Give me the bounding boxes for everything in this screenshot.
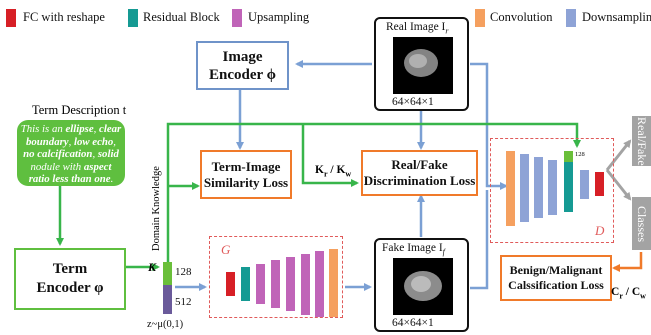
legend-label-downsampling: Downsampling	[582, 10, 651, 24]
g-up-bar-4	[301, 254, 310, 315]
classification-loss-box: Benign/Malignant Calssification Loss	[500, 255, 612, 301]
term-description-fragment: ellipse	[65, 123, 94, 135]
d-down-bar-4	[580, 170, 589, 199]
kr-kw-label: Kr / Kw	[315, 164, 352, 179]
term-description-fragment: nodule with	[30, 160, 84, 173]
g-up-bar-5	[315, 251, 324, 317]
image-encoder-line2: Encoder ϕ	[208, 66, 276, 83]
discrimination-loss-line2: Discrimination Loss	[363, 173, 476, 188]
term-description-fragment: This is an	[20, 123, 66, 135]
legend-swatch-upsampling	[232, 9, 242, 27]
d-conv-bar	[506, 151, 515, 226]
real-image-size: 64×64×1	[392, 96, 434, 108]
image-encoder-box: Image Encoder ϕ	[196, 41, 289, 90]
z-noise-label: z~μ(0,1)	[147, 319, 184, 330]
classification-loss-line2: Calssification Loss	[508, 278, 604, 292]
d-down-bar-3	[548, 160, 557, 215]
real-image-panel: Real Image Ir 64×64×1	[374, 17, 469, 111]
discrimination-loss-box: Real/Fake Discrimination Loss	[361, 150, 478, 196]
legend-swatch-residual	[128, 9, 138, 27]
real-image-label: Real Image Ir	[386, 21, 449, 36]
discriminator-dashed-box: 128 D	[490, 138, 614, 243]
fake-image-thumbnail	[393, 258, 453, 315]
legend-swatch-fc	[6, 9, 16, 27]
generator-dashed-box: G	[209, 236, 343, 318]
cr-cw-label: Cr / Cw	[611, 286, 646, 301]
g-residual-bar	[241, 267, 250, 301]
term-description-fragment: clear boundary	[25, 123, 122, 148]
g-fc-bar	[226, 272, 235, 296]
g-up-bar-2	[271, 260, 280, 308]
classes-to-loss-arrow	[612, 252, 643, 272]
term-description-fragment: solid	[97, 148, 119, 160]
d-down-bar-1	[520, 154, 529, 222]
term-encoder-line1: Term	[52, 261, 88, 277]
d-residual-bar	[564, 162, 573, 212]
real-image-thumbnail	[393, 37, 453, 94]
fake-image-panel: Fake Image If 64×64×1	[374, 238, 469, 332]
d-knowledge-block	[564, 151, 573, 162]
term-description-fragment: low echo	[74, 135, 114, 148]
discriminator-label: D	[595, 223, 605, 238]
dim-128-label: 128	[175, 266, 192, 278]
term-description-title: Term Description t	[32, 103, 127, 117]
similarity-loss-line1: Term-Image	[211, 158, 281, 174]
legend-swatch-downsampling	[566, 9, 576, 27]
legend-label-convolution: Convolution	[490, 10, 553, 24]
d-down-bar-2	[534, 157, 543, 218]
term-description-fragment: ,	[92, 148, 98, 160]
term-description-fragment: ,	[68, 135, 74, 148]
term-encoder-line2: Encoder φ	[36, 280, 104, 296]
fake-image-label: Fake Image If	[382, 242, 445, 257]
g-conv-bar	[329, 249, 338, 317]
term-description-fragment: .	[110, 173, 114, 185]
d-128-label: 128	[575, 151, 585, 158]
legend-label-fc: FC with reshape	[23, 10, 105, 24]
knowledge-to-discriminator-arrow	[166, 122, 581, 262]
term-encoder-box: Term Encoder φ	[14, 248, 126, 310]
image-encoder-line1: Image	[222, 48, 263, 65]
dim-512-label: 512	[175, 296, 192, 308]
term-description-fragment: ,	[113, 135, 116, 148]
knowledge-vector	[163, 262, 172, 285]
d-fc-bar	[595, 172, 604, 196]
k-label: K	[148, 260, 157, 274]
similarity-loss-line2: Similarity Loss	[203, 174, 289, 190]
fake-to-discriminator-line	[470, 190, 489, 290]
fake-image-size: 64×64×1	[392, 317, 434, 329]
g-up-bar-3	[286, 257, 295, 311]
noise-vector	[163, 285, 172, 314]
term-description-fragment: ,	[93, 123, 100, 135]
knowledge-to-discrimination-arrow	[301, 124, 359, 187]
generator-label: G	[221, 242, 231, 257]
domain-knowledge-label: Domain Knowledge	[151, 166, 162, 252]
term-image-similarity-loss-box: Term-Image Similarity Loss	[200, 150, 292, 199]
classification-loss-line1: Benign/Malignant	[509, 263, 603, 277]
term-description-box: This is an ellipse, clear boundary, low …	[17, 120, 125, 186]
real-fake-output: Real/Fake	[632, 116, 651, 166]
classes-output: Classes	[632, 197, 651, 250]
legend-swatch-convolution	[475, 9, 485, 27]
legend-label-upsampling: Upsampling	[248, 10, 310, 24]
discrimination-loss-line1: Real/Fake	[391, 157, 448, 172]
g-up-bar-1	[256, 264, 265, 304]
legend-label-residual: Residual Block	[143, 10, 220, 24]
term-description-fragment: no calcification	[23, 148, 93, 160]
term-description-fragment: aspect ratio less than one	[28, 160, 112, 186]
